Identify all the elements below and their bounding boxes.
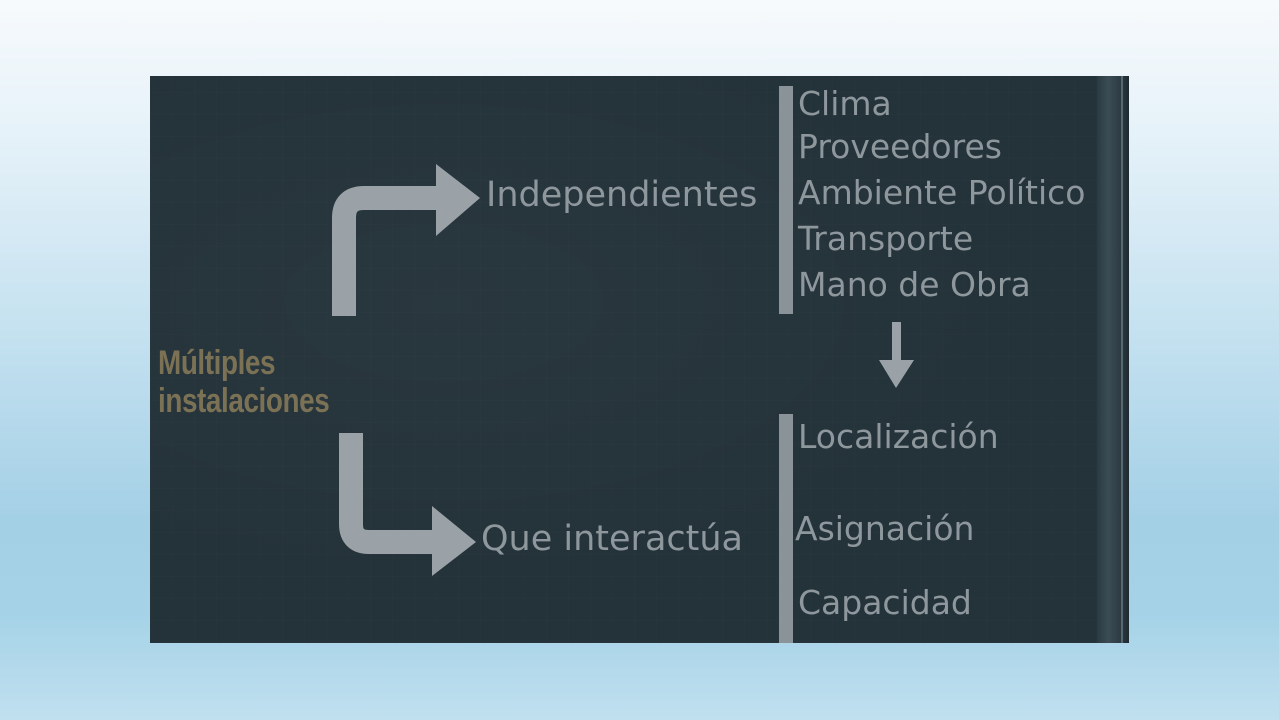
- factor-proveedores: Proveedores: [798, 127, 1002, 166]
- arrow-to-independientes: [332, 186, 442, 316]
- main-topic-line-2: instalaciones: [158, 382, 330, 420]
- decision-localizacion: Localización: [798, 417, 999, 456]
- decisions-bracket-bar: [779, 414, 793, 643]
- slide-edge-rail: [1121, 76, 1123, 643]
- decision-asignacion: Asignación: [795, 509, 975, 548]
- main-topic-line-1: Múltiples: [158, 344, 276, 382]
- factor-clima: Clima: [798, 84, 892, 123]
- arrow-head-independientes: [436, 164, 480, 236]
- factor-mano-de-obra: Mano de Obra: [798, 265, 1031, 304]
- factor-ambiente-politico: Ambiente Político: [798, 173, 1086, 212]
- decision-capacidad: Capacidad: [798, 583, 972, 622]
- main-topic-label: Múltiples instalaciones: [158, 344, 330, 420]
- branch-que-interactua: Que interactúa: [481, 519, 743, 559]
- factors-list: Clima Proveedores Ambiente Político Tran…: [798, 84, 1085, 308]
- arrow-to-que-interactua: [339, 433, 438, 554]
- factor-transporte: Transporte: [798, 219, 974, 258]
- down-arrow-head: [879, 360, 914, 388]
- down-arrow-shaft: [892, 322, 901, 362]
- arrow-head-que-interactua: [432, 506, 476, 576]
- slide: Múltiples instalaciones Independientes Q…: [150, 76, 1129, 643]
- slide-right-edge: [1097, 76, 1129, 643]
- arrows-layer: [332, 164, 914, 576]
- factors-bracket-bar: [779, 86, 793, 314]
- branch-independientes: Independientes: [486, 175, 758, 215]
